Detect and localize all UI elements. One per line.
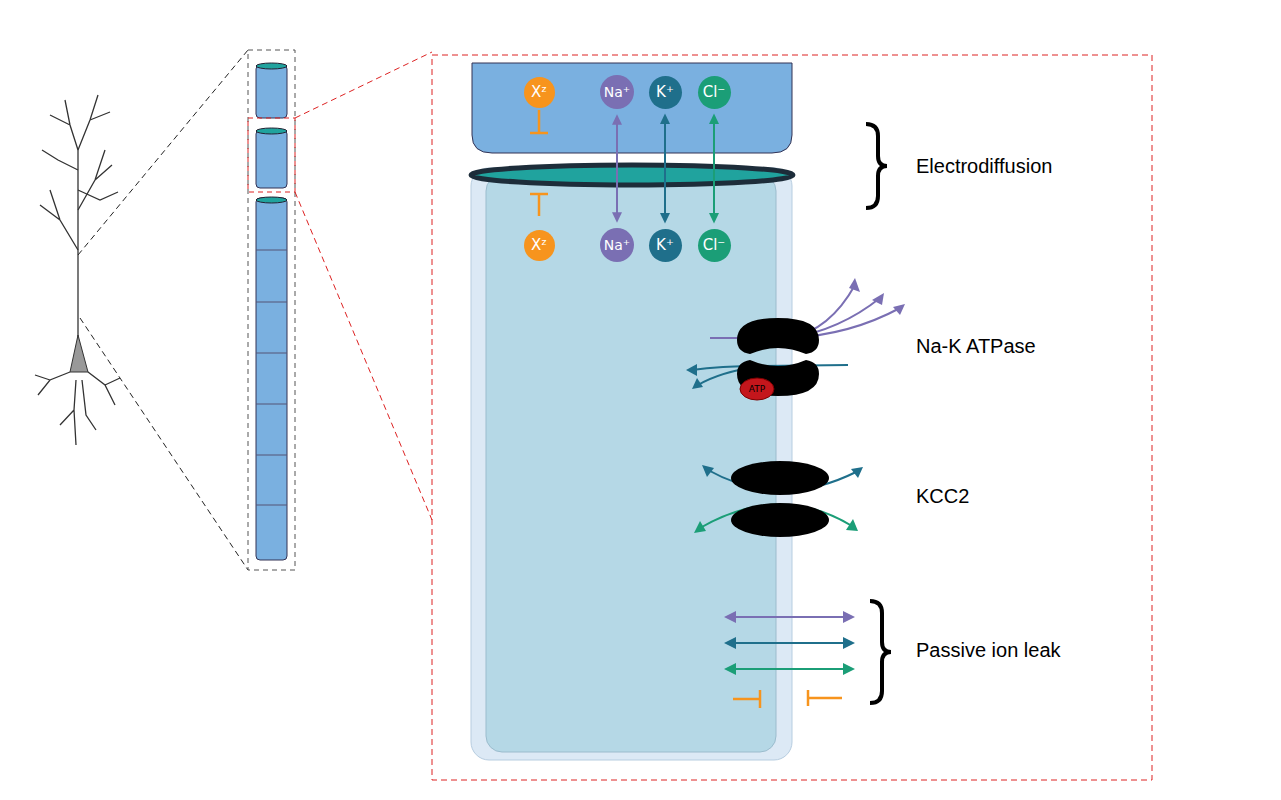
- electrodiffusion-arrow: [664, 123, 666, 215]
- ion-symbol: Xᶻ: [531, 238, 547, 253]
- ion-circle: Xᶻ: [524, 230, 555, 261]
- neuron-soma: [70, 335, 88, 372]
- zoom-line: [295, 192, 432, 520]
- arrow-head: [660, 213, 670, 224]
- ion-circle: K⁺: [649, 229, 682, 262]
- kcc2: [731, 461, 829, 495]
- ion-circle: Xᶻ: [524, 77, 555, 108]
- zoom-box: [432, 55, 1152, 780]
- na-k-atpase: [737, 318, 819, 396]
- ion-symbol: Na⁺: [604, 238, 630, 252]
- compartment-inner: [486, 175, 776, 752]
- mechanism-label: Electrodiffusion: [916, 155, 1052, 178]
- ion-circle: K⁺: [649, 76, 682, 109]
- electrodiffusion-arrow: [616, 123, 618, 214]
- compartment-outer: [471, 168, 792, 760]
- ion-circle: Na⁺: [600, 228, 634, 262]
- arrow-head: [709, 213, 719, 224]
- leak-arrows: [724, 611, 855, 675]
- ion-symbol: Xᶻ: [531, 85, 547, 100]
- compartment-stack: [256, 63, 287, 560]
- mechanism-label: Passive ion leak: [916, 639, 1061, 662]
- ion-circle: Cl⁻: [698, 229, 731, 262]
- zoom-box: [248, 118, 295, 192]
- zoom-line: [295, 52, 432, 118]
- ion-symbol: Cl⁻: [703, 238, 726, 253]
- ion-symbol: Cl⁻: [703, 85, 726, 100]
- bracket: [870, 601, 891, 703]
- block-symbol: [733, 690, 842, 708]
- mechanism-label: Na-K ATPase: [916, 335, 1036, 358]
- ion-symbol: K⁺: [656, 238, 674, 253]
- zoom-box: [248, 50, 295, 570]
- ion-circle: Cl⁻: [698, 76, 731, 109]
- mechanism-label: KCC2: [916, 485, 969, 508]
- block-symbol: [530, 110, 548, 216]
- bracket: [866, 124, 887, 208]
- arrow-head: [612, 212, 622, 223]
- neuron: [35, 95, 120, 445]
- ion-symbol: Na⁺: [604, 85, 630, 99]
- ion-circle: Na⁺: [600, 75, 634, 109]
- arrow-head: [709, 114, 719, 125]
- membrane-disc: [471, 165, 793, 185]
- electrodiffusion-arrow: [713, 123, 715, 215]
- atp-disc: [740, 378, 774, 400]
- neighbor-compartment: [472, 63, 792, 153]
- ion-symbol: K⁺: [656, 85, 674, 100]
- ion-symbol: ATP: [749, 385, 765, 394]
- kcc2: [731, 503, 829, 537]
- zoom-line: [78, 50, 248, 255]
- arrow-head: [660, 114, 670, 125]
- zoom-line: [80, 318, 248, 570]
- arrow-head: [612, 114, 622, 125]
- atp-label-node: ATP: [742, 380, 772, 398]
